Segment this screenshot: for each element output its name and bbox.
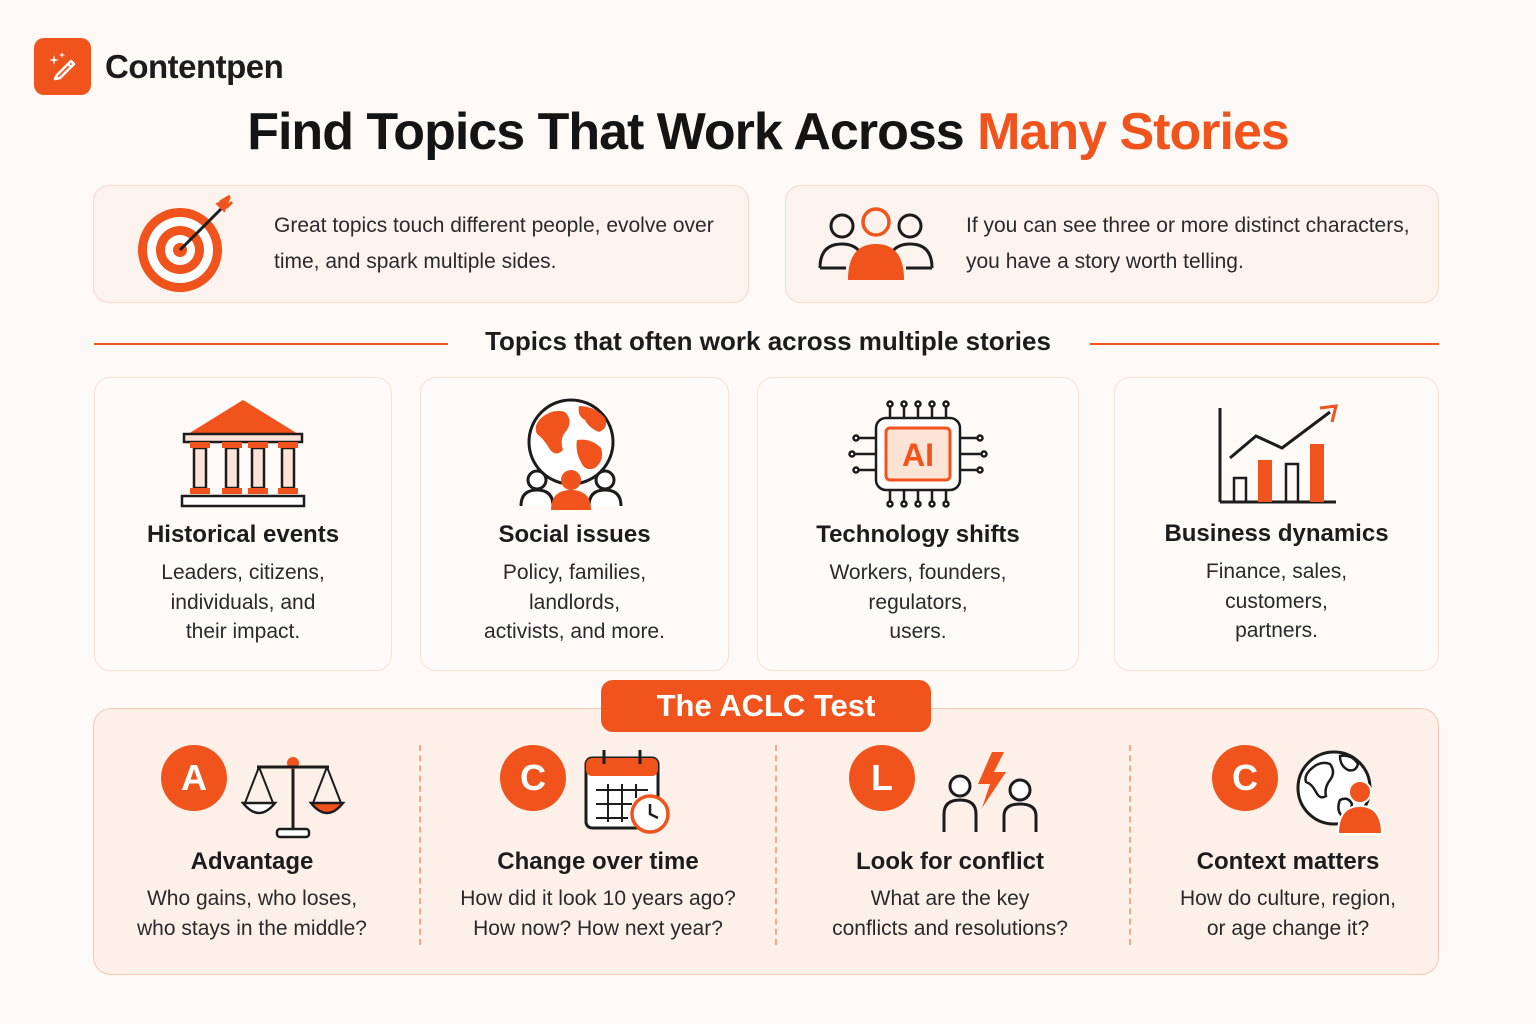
aclc-divider: [419, 745, 421, 945]
intro-text-topics: Great topics touch different people, evo…: [274, 214, 714, 273]
topic-title: Technology shifts: [816, 521, 1020, 548]
topic-desc: Policy, families, landlords, activists, …: [484, 561, 665, 643]
topic-title: Business dynamics: [1164, 520, 1389, 547]
topic-card-historical[interactable]: Historical events Leaders, citizens, ind…: [94, 377, 392, 671]
section-heading: Topics that often work across multiple s…: [485, 326, 1051, 356]
topic-title: Historical events: [146, 521, 340, 548]
brand[interactable]: Contentpen: [34, 38, 284, 95]
letter-badge: L: [849, 745, 915, 811]
globe-person-icon: [1296, 748, 1386, 843]
ai-chip-label: AI: [902, 437, 934, 473]
aclc-divider: [775, 745, 777, 945]
people-group-icon: [786, 206, 966, 282]
pillars-icon: [95, 398, 391, 510]
title-accent: Many Stories: [977, 103, 1290, 161]
globe-people-icon: [421, 398, 728, 510]
aclc-label: The ACLC Test: [601, 680, 931, 732]
aclc-title: Look for conflict: [856, 848, 1044, 875]
aclc-desc: How do culture, region, or age change it…: [1180, 887, 1396, 940]
letter-badge: A: [161, 745, 227, 811]
topic-card-social[interactable]: Social issues Policy, families, landlord…: [420, 377, 729, 671]
aclc-title: Context matters: [1196, 848, 1380, 875]
topic-card-technology[interactable]: AI Technology shifts Workers, founders, …: [757, 377, 1079, 671]
intro-card-characters: If you can see three or more distinct ch…: [785, 185, 1439, 303]
topic-desc: Finance, sales, customers, partners.: [1205, 560, 1348, 642]
topic-desc: Leaders, citizens, individuals, and thei…: [161, 561, 325, 643]
pen-sparkle-icon: [34, 38, 91, 95]
section-rule-left: [94, 343, 448, 345]
topic-card-business[interactable]: Business dynamics Finance, sales, custom…: [1114, 377, 1439, 671]
title-main: Find Topics That Work Across: [247, 103, 978, 161]
aclc-title: Change over time: [497, 848, 699, 875]
target-icon: [94, 194, 274, 294]
letter-badge: C: [1212, 745, 1278, 811]
section-rule-right: [1090, 343, 1439, 345]
intro-card-topics: Great topics touch different people, evo…: [93, 185, 749, 303]
aclc-divider: [1129, 745, 1131, 945]
topic-desc: Workers, founders, regulators, users.: [829, 561, 1007, 643]
intro-text-characters: If you can see three or more distinct ch…: [966, 214, 1410, 273]
aclc-desc: Who gains, who loses, who stays in the m…: [137, 887, 367, 940]
conflict-icon: [938, 750, 1042, 841]
calendar-clock-icon: [582, 748, 674, 843]
bar-chart-growth-icon: [1115, 398, 1438, 510]
letter-badge: C: [500, 745, 566, 811]
aclc-desc: What are the key conflicts and resolutio…: [832, 887, 1068, 940]
aclc-title: Advantage: [190, 848, 314, 875]
ai-chip-icon: AI: [758, 398, 1078, 510]
aclc-desc: How did it look 10 years ago? How now? H…: [460, 887, 736, 940]
page-title: Find Topics That Work Across Many Storie…: [0, 102, 1536, 162]
aclc-panel: [93, 708, 1439, 975]
brand-name: Contentpen: [105, 47, 284, 85]
topic-title: Social issues: [498, 521, 651, 548]
scales-icon: [240, 745, 346, 846]
